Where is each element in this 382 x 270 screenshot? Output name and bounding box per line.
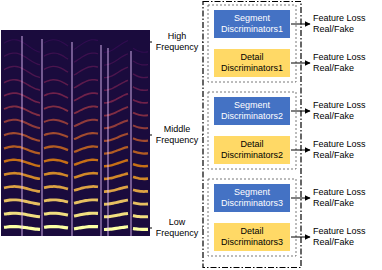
harmonic-band (44, 106, 68, 111)
harmonic-band (133, 74, 148, 78)
harmonic-band (44, 227, 68, 229)
harmonic-band (133, 138, 148, 141)
box-text: Segment Discriminators1 (214, 13, 290, 35)
box-text: Segment Discriminators3 (214, 187, 290, 209)
harmonic-band (133, 164, 148, 166)
harmonic-band (74, 186, 98, 190)
harmonic-band (74, 106, 98, 113)
harmonic-band (133, 227, 148, 231)
harmonic-band (74, 146, 98, 151)
detail-box: Detail Discriminators2 (213, 135, 291, 165)
harmonic-band (133, 100, 148, 103)
band-label: Low Frequency (152, 217, 202, 239)
onset-streak (71, 42, 73, 236)
harmonic-band (74, 160, 98, 165)
segment-box: Segment Discriminators1 (213, 9, 291, 39)
harmonic-band (133, 203, 148, 204)
band-label: Middle Frequency (152, 124, 202, 146)
harmonic-band (133, 177, 148, 179)
discriminator-group (203, 2, 301, 268)
box-text: Detail Discriminators1 (214, 52, 290, 74)
harmonic-band (44, 66, 68, 72)
harmonic-band (44, 160, 68, 163)
detail-box: Detail Discriminators3 (213, 222, 291, 252)
harmonic-band (133, 190, 148, 192)
harmonic-band (133, 48, 148, 52)
box-text: Segment Discriminators2 (214, 100, 290, 122)
harmonic-band (74, 53, 98, 62)
onset-streak (100, 45, 102, 236)
harmonic-band (44, 40, 68, 46)
output-arrow (291, 111, 310, 112)
box-text: Detail Discriminators2 (214, 139, 290, 161)
output-arrow (291, 150, 310, 151)
harmonic-band (74, 93, 98, 101)
output-label: Feature Loss Real/Fake (313, 187, 376, 209)
harmonic-band (44, 146, 68, 150)
harmonic-band (74, 213, 98, 216)
harmonic-band (44, 200, 68, 202)
output-label: Feature Loss Real/Fake (313, 226, 376, 248)
harmonic-band (74, 66, 98, 75)
onset-streak (41, 39, 43, 236)
harmonic-band (44, 93, 68, 98)
harmonic-band (44, 173, 68, 176)
band-label: High Frequency (152, 31, 202, 53)
onset-streak (21, 36, 23, 236)
onset-streak (107, 48, 109, 236)
pair-outline (208, 179, 296, 256)
harmonic-band (133, 113, 148, 116)
harmonic-band (44, 53, 68, 59)
harmonic-band (133, 216, 148, 217)
harmonic-band (74, 200, 98, 203)
harmonic-band (74, 227, 98, 229)
spectrogram (1, 30, 150, 236)
harmonic-band (44, 80, 68, 85)
harmonic-band (44, 133, 68, 137)
output-arrow (291, 198, 310, 199)
detail-box: Detail Discriminators1 (213, 48, 291, 78)
output-label: Feature Loss Real/Fake (313, 52, 376, 74)
harmonic-band (74, 173, 98, 177)
harmonic-band (74, 120, 98, 127)
output-label: Feature Loss Real/Fake (313, 13, 376, 35)
harmonic-band (44, 186, 68, 189)
harmonic-band (44, 213, 68, 215)
segment-box: Segment Discriminators3 (213, 183, 291, 213)
harmonic-band (133, 61, 148, 65)
harmonic-band (133, 151, 148, 153)
box-text: Detail Discriminators3 (214, 226, 290, 248)
pair-outline (208, 92, 296, 169)
pair-outline (208, 5, 296, 82)
spectrogram-ground (1, 30, 150, 236)
harmonic-band (133, 125, 148, 128)
output-arrow (291, 237, 310, 238)
harmonic-band (133, 87, 148, 90)
segment-box: Segment Discriminators2 (213, 96, 291, 126)
onset-streak (130, 51, 132, 236)
harmonic-band (74, 133, 98, 139)
harmonic-band (44, 120, 68, 124)
output-arrow (291, 63, 310, 64)
output-arrow (291, 24, 310, 25)
output-label: Feature Loss Real/Fake (313, 100, 376, 122)
harmonic-band (74, 80, 98, 88)
harmonic-band (74, 40, 98, 50)
output-label: Feature Loss Real/Fake (313, 139, 376, 161)
